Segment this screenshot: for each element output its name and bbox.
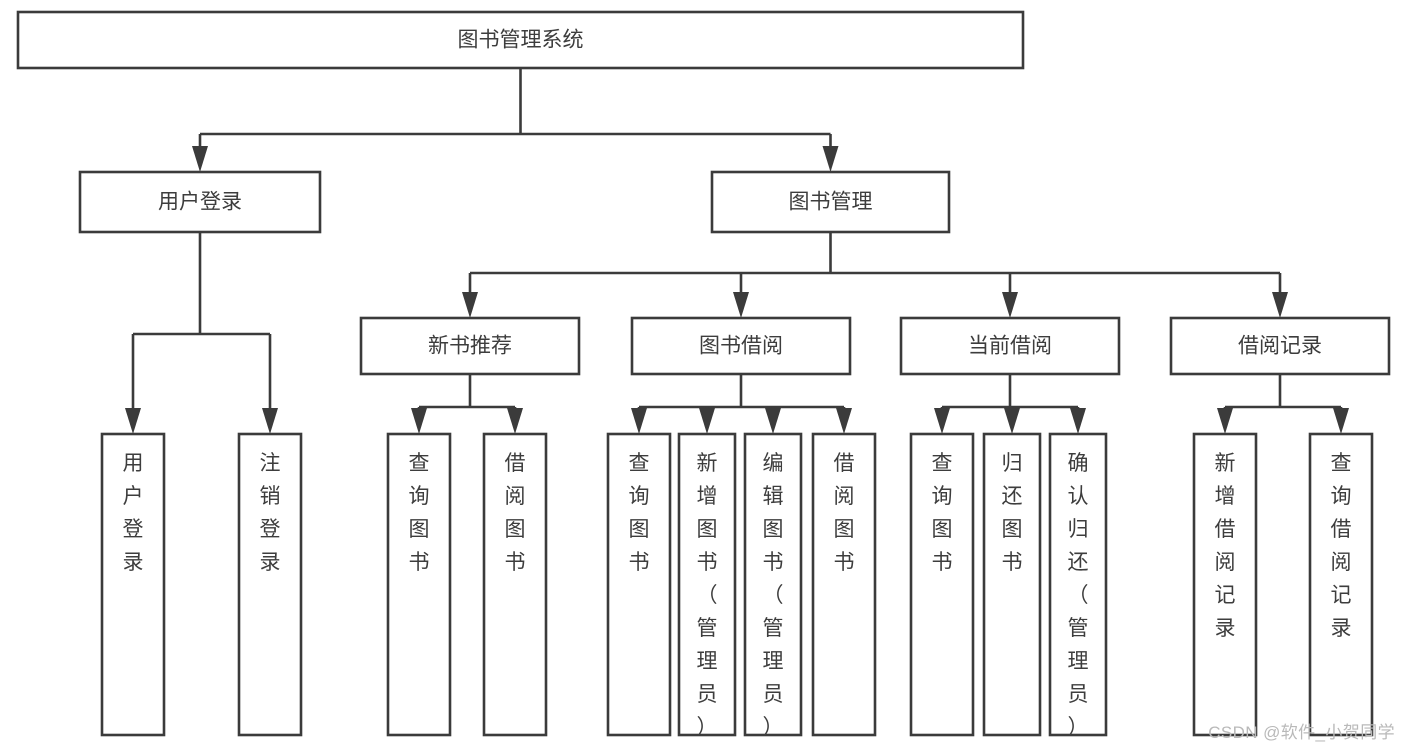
node-label: 编辑图书（管理员） [763,452,784,739]
node-leaf_8[interactable]: 查询图书 [909,432,975,737]
node-label: 归还图书 [1002,452,1023,574]
node-label: 新增图书（管理员） [697,452,718,739]
node-label: 注销登录 [260,452,281,574]
arrow-head-icon [507,408,523,434]
arrow-head-icon [934,408,950,434]
node-label: 查询图书 [932,452,953,574]
node-leaf_9[interactable]: 归还图书 [982,432,1042,737]
node-box[interactable] [677,432,737,737]
node-box[interactable] [710,170,951,234]
node-leaf_3[interactable]: 借阅图书 [482,432,548,737]
node-label: 借阅图书 [505,452,526,574]
node-leaf_5[interactable]: 新增图书（管理员） [677,432,737,739]
connector-group-l3_1 [631,374,852,434]
node-l2_1[interactable]: 图书管理 [710,170,951,234]
node-label: 确认归还（管理员） [1068,452,1089,739]
connector-group-l2_0 [125,232,278,434]
node-box[interactable] [482,432,548,737]
node-root[interactable]: 图书管理系统 [16,10,1025,70]
arrow-head-icon [462,292,478,318]
node-box[interactable] [630,316,852,376]
node-leaf_2[interactable]: 查询图书 [386,432,452,737]
arrow-head-icon [836,408,852,434]
node-label: 查询借阅记录 [1331,452,1352,640]
connector-layer [125,68,1349,434]
node-l3_0[interactable]: 新书推荐 [359,316,581,376]
node-box[interactable] [811,432,877,737]
connector-group-l3_2 [934,374,1086,434]
node-l3_2[interactable]: 当前借阅 [899,316,1121,376]
node-l2_0[interactable]: 用户登录 [78,170,322,234]
arrow-head-icon [262,408,278,434]
node-box[interactable] [78,170,322,234]
node-leaf_6[interactable]: 编辑图书（管理员） [743,432,803,739]
node-box[interactable] [1048,432,1108,737]
node-box[interactable] [359,316,581,376]
node-label: 图书借阅 [699,335,783,358]
arrow-head-icon [699,408,715,434]
node-label: 图书管理系统 [458,29,584,52]
node-label: 用户登录 [123,452,144,574]
node-label: 新增借阅记录 [1215,452,1236,640]
node-box[interactable] [909,432,975,737]
node-label: 借阅记录 [1238,335,1322,358]
node-leaf_0[interactable]: 用户登录 [100,432,166,737]
connector-group-l2_1 [462,232,1288,318]
node-box[interactable] [386,432,452,737]
node-l3_1[interactable]: 图书借阅 [630,316,852,376]
node-leaf_7[interactable]: 借阅图书 [811,432,877,737]
node-leaf_12[interactable]: 查询借阅记录 [1308,432,1374,737]
arrow-head-icon [1272,292,1288,318]
arrow-head-icon [822,146,839,172]
csdn-watermark: CSDN @软件_小贺同学 [1208,723,1395,742]
node-layer: 图书管理系统用户登录图书管理新书推荐图书借阅当前借阅借阅记录用户登录注销登录查询… [16,10,1391,739]
node-leaf_4[interactable]: 查询图书 [606,432,672,737]
arrow-head-icon [1217,408,1233,434]
node-box[interactable] [899,316,1121,376]
node-leaf_1[interactable]: 注销登录 [237,432,303,737]
node-box[interactable] [100,432,166,737]
node-box[interactable] [16,10,1025,70]
node-l3_3[interactable]: 借阅记录 [1169,316,1391,376]
node-label: 用户登录 [158,191,242,214]
node-label: 图书管理 [789,191,873,214]
arrow-head-icon [1333,408,1349,434]
node-box[interactable] [1169,316,1391,376]
node-box[interactable] [982,432,1042,737]
connector-group-l3_3 [1217,374,1349,434]
node-label: 查询图书 [629,452,650,574]
node-label: 当前借阅 [968,335,1052,358]
arrow-head-icon [765,408,781,434]
connector-group-root [192,68,839,172]
node-leaf_10[interactable]: 确认归还（管理员） [1048,432,1108,739]
arrow-head-icon [1070,408,1086,434]
arrow-head-icon [1002,292,1018,318]
node-leaf_11[interactable]: 新增借阅记录 [1192,432,1258,737]
arrow-head-icon [631,408,647,434]
arrow-head-icon [411,408,427,434]
node-box[interactable] [1192,432,1258,737]
node-box[interactable] [606,432,672,737]
arrow-head-icon [733,292,749,318]
node-label: 查询图书 [409,452,430,574]
connector-group-l3_0 [411,374,523,434]
arrow-head-icon [125,408,141,434]
node-box[interactable] [743,432,803,737]
node-label: 新书推荐 [428,335,512,358]
arrow-head-icon [192,146,208,172]
node-box[interactable] [1308,432,1374,737]
node-box[interactable] [237,432,303,737]
node-label: 借阅图书 [834,452,855,574]
arrow-head-icon [1004,408,1020,434]
